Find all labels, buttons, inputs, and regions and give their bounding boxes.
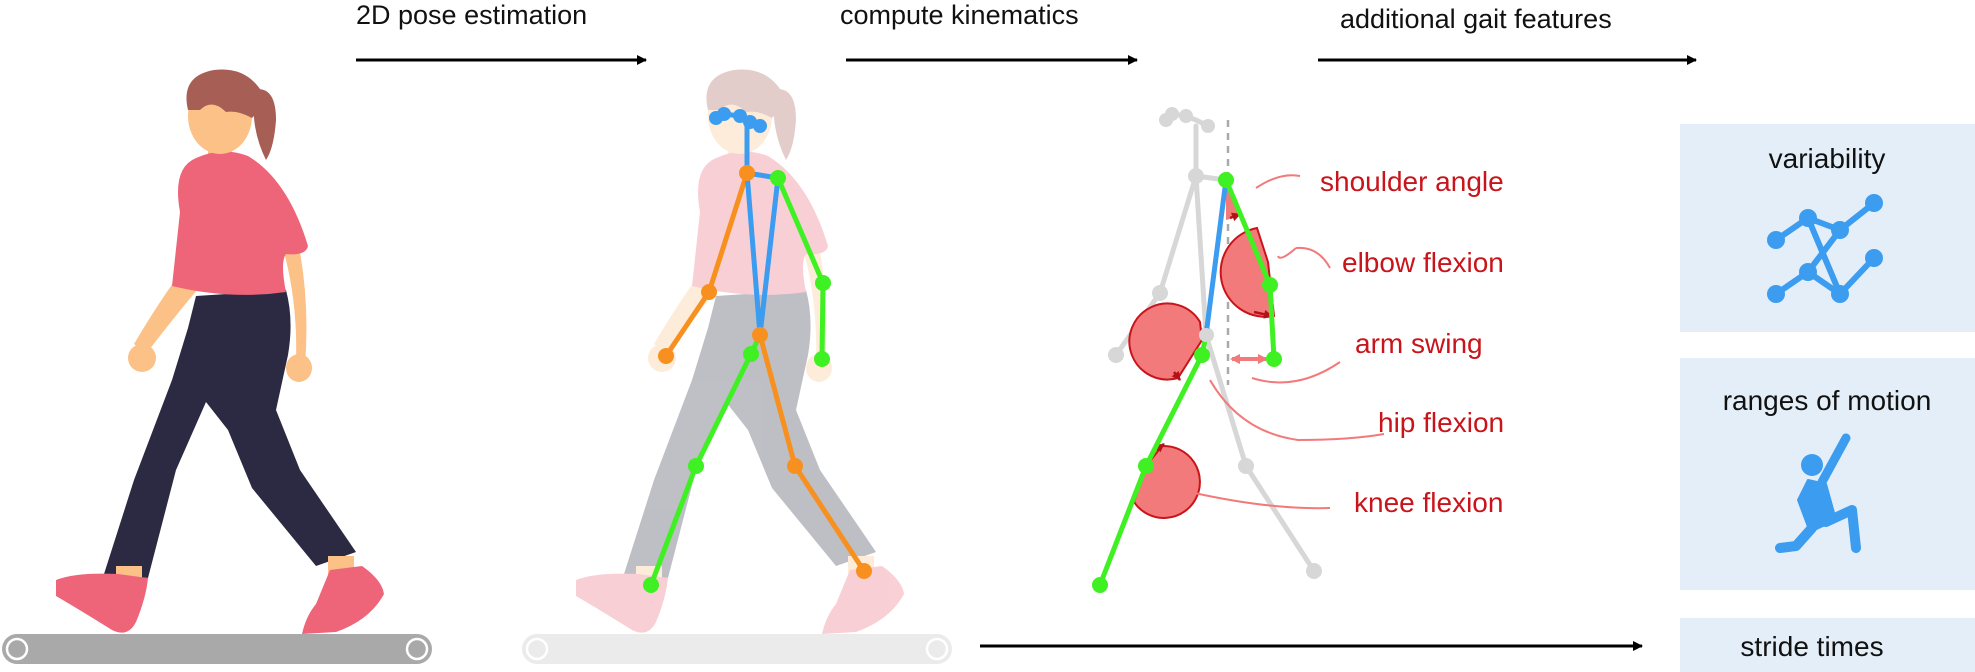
- label-elbow-flexion: elbow flexion: [1342, 247, 1504, 278]
- label-knee-flexion: knee flexion: [1354, 487, 1503, 518]
- stage-label-pose: 2D pose estimation: [356, 0, 587, 30]
- feature-label-stride: stride times: [1740, 631, 1883, 662]
- treadmill-left: [2, 634, 432, 664]
- feature-box-ranges: ranges of motion: [1680, 358, 1975, 590]
- pose-skeleton: [643, 107, 872, 593]
- stretching-person-icon: [1775, 433, 1861, 553]
- label-shoulder-angle: shoulder angle: [1320, 166, 1504, 197]
- treadmill-middle: [522, 634, 952, 664]
- kinematics-skeleton: [1092, 107, 1322, 593]
- feature-box-stride: stride times: [1680, 618, 1975, 672]
- stage-label-kinematics: compute kinematics: [840, 0, 1079, 30]
- feature-label-variability: variability: [1769, 143, 1886, 174]
- network-icon: [1767, 194, 1883, 303]
- walking-person-illustration: [56, 69, 384, 634]
- feature-label-ranges: ranges of motion: [1723, 385, 1932, 416]
- feature-box-variability: variability: [1680, 124, 1975, 332]
- stage-label-gait: additional gait features: [1340, 4, 1612, 34]
- label-hip-flexion: hip flexion: [1378, 407, 1504, 438]
- label-arm-swing: arm swing: [1355, 328, 1483, 359]
- kinematics-leader-lines: [1189, 174, 1385, 510]
- walking-person-faded: [576, 69, 904, 634]
